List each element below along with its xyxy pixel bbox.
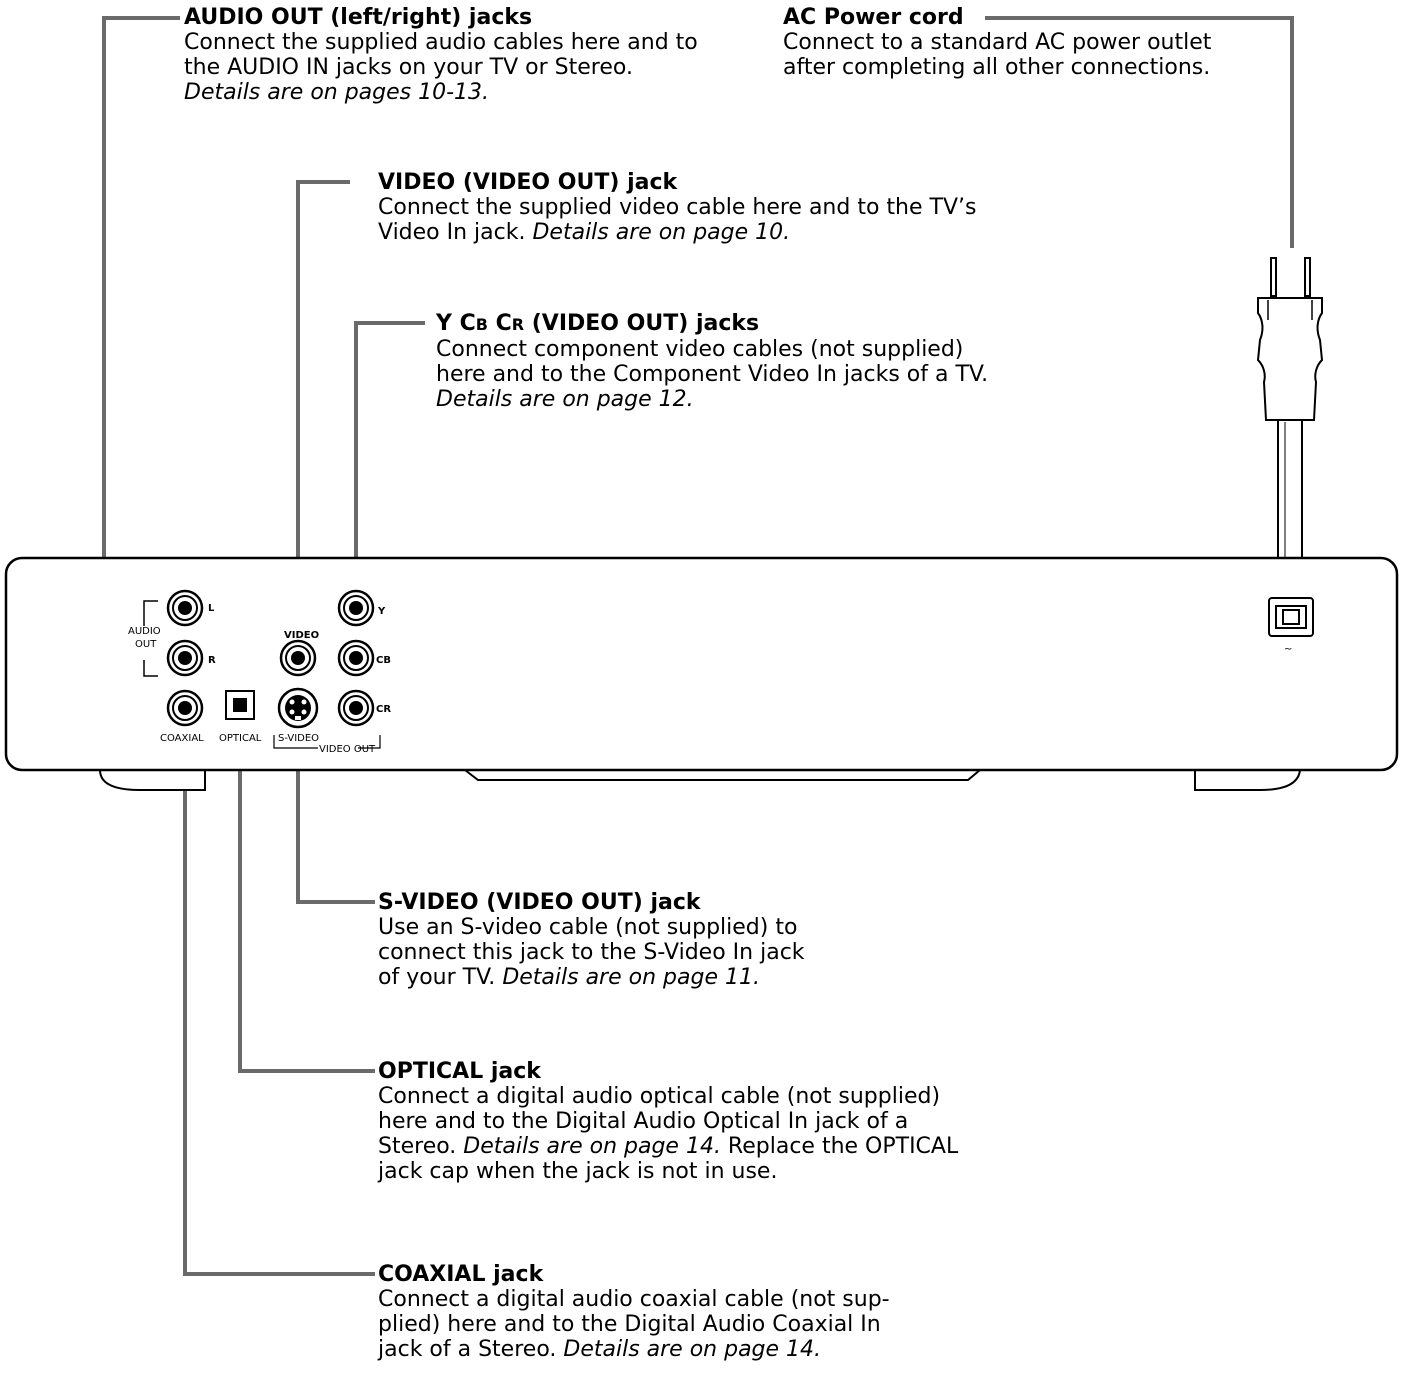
svideo-jack[interactable] [277,687,319,729]
callout-title: VIDEO (VIDEO OUT) jack [378,170,678,195]
callout-title: Y CB CR (VIDEO OUT) jacks [436,311,760,336]
player-rear-panel [4,556,1399,791]
callout-title: AC Power cord [783,5,964,30]
leader-video [296,180,350,620]
leader-optical [238,738,375,1073]
cr-jack[interactable] [337,689,375,727]
ac-inlet [1268,597,1314,637]
callout-ycbcr: Y CB CR (VIDEO OUT) jacks Connect compon… [436,311,989,412]
callout-title: S-VIDEO (VIDEO OUT) jack [378,890,701,915]
callout-audio-out: AUDIO OUT (left/right) jacks Connect the… [184,5,698,105]
audio-bracket-lower [143,660,158,677]
leader-ycbcr [354,321,425,595]
callout-coaxial: COAXIAL jack Connect a digital audio coa… [378,1262,890,1362]
leader-svideo [296,768,375,904]
callout-video: VIDEO (VIDEO OUT) jack Connect the suppl… [378,170,977,245]
optical-jack[interactable] [225,690,255,720]
video-jack[interactable] [279,639,317,677]
power-plug [1256,257,1324,621]
callout-title: OPTICAL jack [378,1059,541,1084]
out-label: OUT [135,639,157,650]
cb-jack[interactable] [337,639,375,677]
cb-label: CB [376,655,391,666]
svideo-label: S-VIDEO [278,733,319,744]
r-label: R [208,655,216,666]
y-label: Y [377,606,386,617]
video-out-label: VIDEO OUT [319,744,376,755]
video-out-bracket [273,735,318,749]
audio-left-jack[interactable] [166,589,204,627]
callout-title: COAXIAL jack [378,1262,544,1287]
callout-optical: OPTICAL jack Connect a digital audio opt… [378,1059,959,1184]
leader-ac-power [985,16,1294,248]
video-label: VIDEO [284,630,319,641]
ac-symbol: ~ [1284,644,1292,655]
y-jack[interactable] [337,589,375,627]
leader-audio-out [102,16,180,642]
callout-svideo: S-VIDEO (VIDEO OUT) jack Use an S-video … [378,890,805,990]
video-out-bracket-right [358,735,381,749]
optical-label: OPTICAL [219,733,262,744]
audio-bracket [143,600,158,626]
cr-label: CR [376,704,391,715]
leader-coaxial [183,738,375,1276]
callout-title: AUDIO OUT (left/right) jacks [184,5,533,30]
jacks [166,589,375,727]
coaxial-jack[interactable] [166,689,204,727]
l-label: L [208,603,215,614]
callout-ac-power: AC Power cord Connect to a standard AC p… [783,5,1212,80]
audio-label: AUDIO [128,626,161,637]
coaxial-label: COAXIAL [160,733,204,744]
audio-right-jack[interactable] [166,639,204,677]
